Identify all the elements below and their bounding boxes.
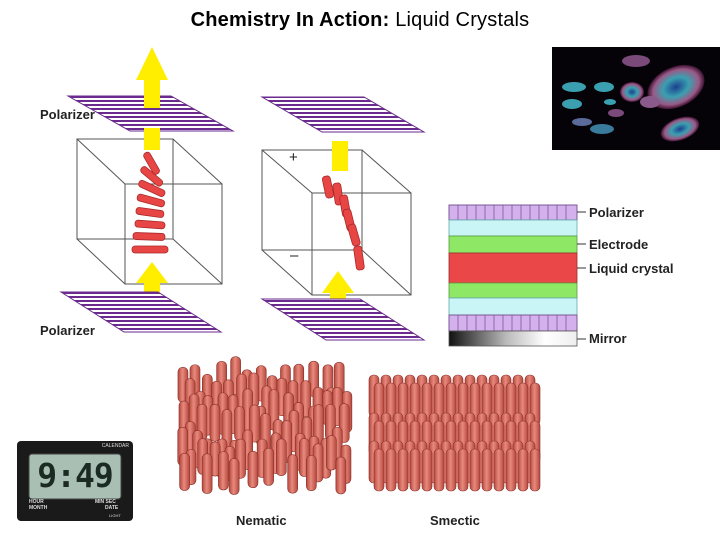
smectic-rod [493, 448, 505, 492]
lcd-right-text-2: DATE [105, 505, 119, 511]
smectic-rod [469, 448, 481, 492]
stack-polarizer-top [448, 204, 578, 221]
smectic-rod [481, 448, 493, 492]
microscope-image [552, 47, 720, 150]
smectic-rods [368, 374, 541, 492]
stack-electrode-top [448, 235, 578, 254]
bottom-polarizer-plate [59, 291, 223, 333]
stack-label-electrode: Electrode [589, 237, 649, 252]
smectic-rod [421, 448, 433, 492]
polarizer-top-label: Polarizer [40, 107, 95, 122]
smectic-rod [433, 448, 445, 492]
top-polarizer-plate [66, 95, 235, 132]
lcd-left-text-2: MONTH [29, 505, 48, 511]
top-polarizer-plate-right [260, 96, 426, 133]
minus-sign: – [290, 247, 299, 264]
stack-glass-bottom [448, 297, 578, 316]
stack-liquid-crystal [448, 252, 578, 284]
smectic-rod [445, 448, 457, 492]
bottom-polarizer-plate-right [260, 298, 426, 341]
nematic-rod [247, 450, 259, 489]
smectic-rod [457, 448, 469, 492]
nematic-rod [209, 404, 221, 442]
stack-glass-top [448, 219, 578, 237]
nematic-label: Nematic [236, 513, 287, 528]
light-arrow-shaft-right [332, 141, 348, 171]
stack-leader-lines [577, 211, 586, 340]
nematic-rod [218, 451, 229, 491]
light-arrow-up-top [136, 47, 168, 108]
nematic-rods [177, 356, 353, 495]
page-title: Chemistry In Action: Liquid Crystals [0, 9, 720, 32]
twisted-cell-right [260, 96, 426, 341]
stack-mirror [448, 330, 578, 347]
nematic-rod [179, 453, 190, 491]
lcd-top-text: CALENDAR [101, 443, 129, 449]
layer-stack [448, 204, 586, 347]
stack-polarizer-bottom-ticks [457, 315, 567, 331]
lcd-watch-display: CALENDAR 9:49 HOUR MONTH MIN SEC DATE LI… [17, 441, 133, 521]
nematic-rod [335, 456, 347, 495]
nematic-rod [306, 455, 317, 492]
lcd-bottom-right-text: LIGHT [109, 513, 121, 518]
cell-cube [76, 138, 223, 285]
lcd-right-text-1: MIN SEC [95, 499, 116, 505]
aligned-rods [321, 175, 365, 271]
polarizer-bottom-label: Polarizer [40, 323, 95, 338]
nematic-rod [326, 435, 337, 471]
nematic-rod [263, 447, 274, 486]
plus-sign: + [289, 149, 298, 166]
smectic-rod [529, 448, 541, 492]
lcd-left-text-1: HOUR [29, 499, 44, 505]
smectic-label: Smectic [430, 513, 480, 528]
smectic-rod [409, 448, 421, 492]
stack-label-liquid-crystal: Liquid crystal [589, 261, 674, 276]
stack-polarizer-top-ticks [457, 205, 567, 220]
stack-electrode-bottom [448, 282, 578, 299]
smectic-rod [385, 448, 397, 492]
lcd-frame [17, 441, 133, 521]
title-normal: Liquid Crystals [389, 9, 530, 31]
stack-label-polarizer: Polarizer [589, 205, 644, 220]
smectic-rod [505, 448, 517, 492]
smectic-rod [397, 448, 409, 492]
stack-label-mirror: Mirror [589, 331, 627, 346]
twisted-cell-left [59, 47, 235, 333]
smectic-rod [373, 448, 385, 492]
nematic-rod [287, 454, 298, 494]
lcd-digits: 9:49 [37, 456, 113, 495]
title-bold: Chemistry In Action: [190, 9, 390, 31]
nematic-rod [276, 438, 287, 476]
nematic-rod [201, 453, 213, 494]
smectic-rod [517, 448, 529, 492]
cell-cube-right [261, 149, 412, 296]
stack-polarizer-bottom [448, 314, 578, 332]
light-arrow-shaft-mid [144, 128, 160, 150]
nematic-rod [228, 458, 240, 495]
twisted-rods [131, 151, 169, 254]
